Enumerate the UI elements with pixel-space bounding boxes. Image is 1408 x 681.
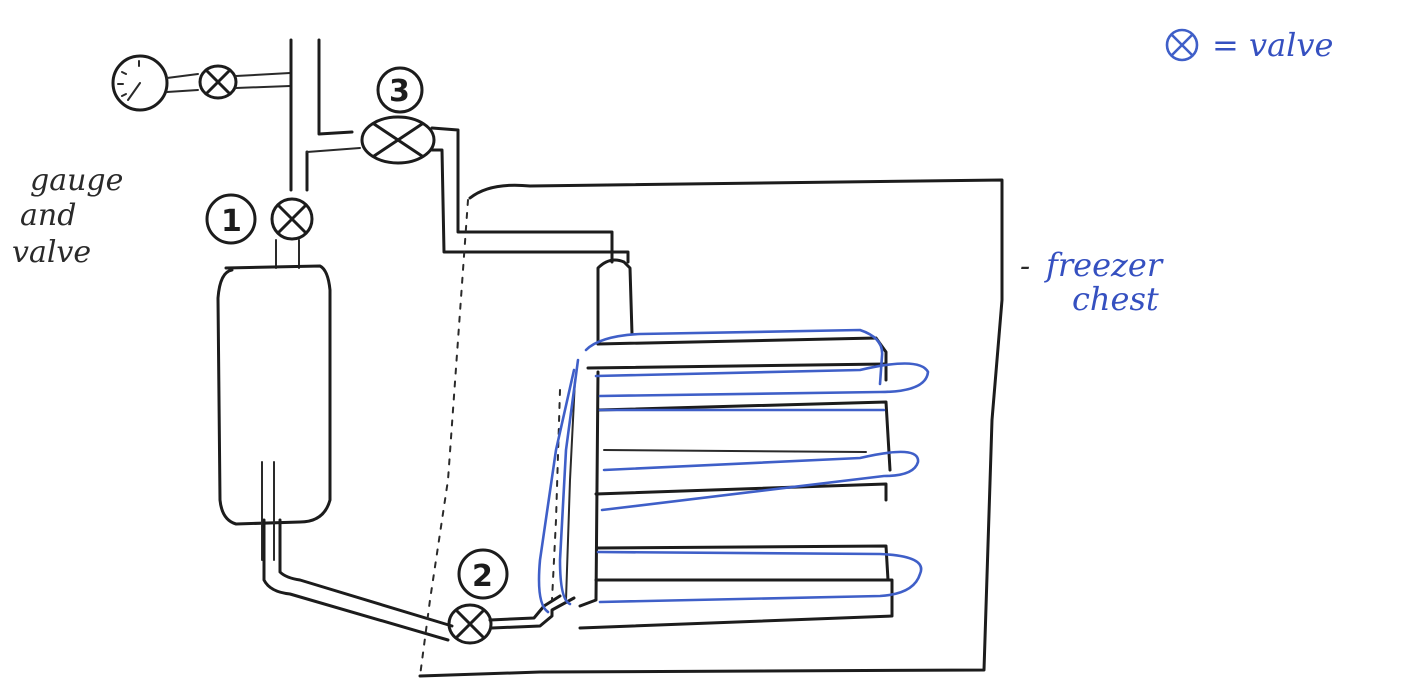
svg-text:chest: chest (1072, 280, 1159, 318)
legend-text: = valve (1212, 26, 1333, 64)
gauge (113, 56, 167, 110)
svg-text:valve: valve (12, 235, 91, 270)
main-pipe (291, 40, 360, 190)
svg-text:freezer: freezer (1044, 246, 1164, 284)
freezer-chest (420, 180, 1002, 676)
pipe-valve3-to-coil (432, 128, 632, 344)
coil-black (552, 338, 892, 628)
pipe-valve2-to-coil (490, 596, 574, 628)
valve-1: 1 (207, 195, 312, 268)
valve-3-number: 3 (389, 74, 410, 109)
legend-valve-icon (1167, 30, 1197, 60)
svg-text:and: and (20, 198, 76, 233)
gauge-valve-icon (167, 66, 290, 98)
tank (218, 266, 330, 560)
valve-3: 3 (362, 68, 434, 163)
freezer-label: - freezer chest (1020, 246, 1164, 318)
valve-1-number: 1 (221, 204, 242, 239)
svg-text:-: - (1020, 249, 1030, 284)
svg-text:gauge: gauge (30, 163, 123, 198)
legend: = valve (1167, 26, 1333, 64)
pipe-tank-to-valve2 (264, 520, 452, 640)
valve-2-number: 2 (472, 559, 493, 594)
gauge-label: gauge and valve (12, 163, 123, 270)
